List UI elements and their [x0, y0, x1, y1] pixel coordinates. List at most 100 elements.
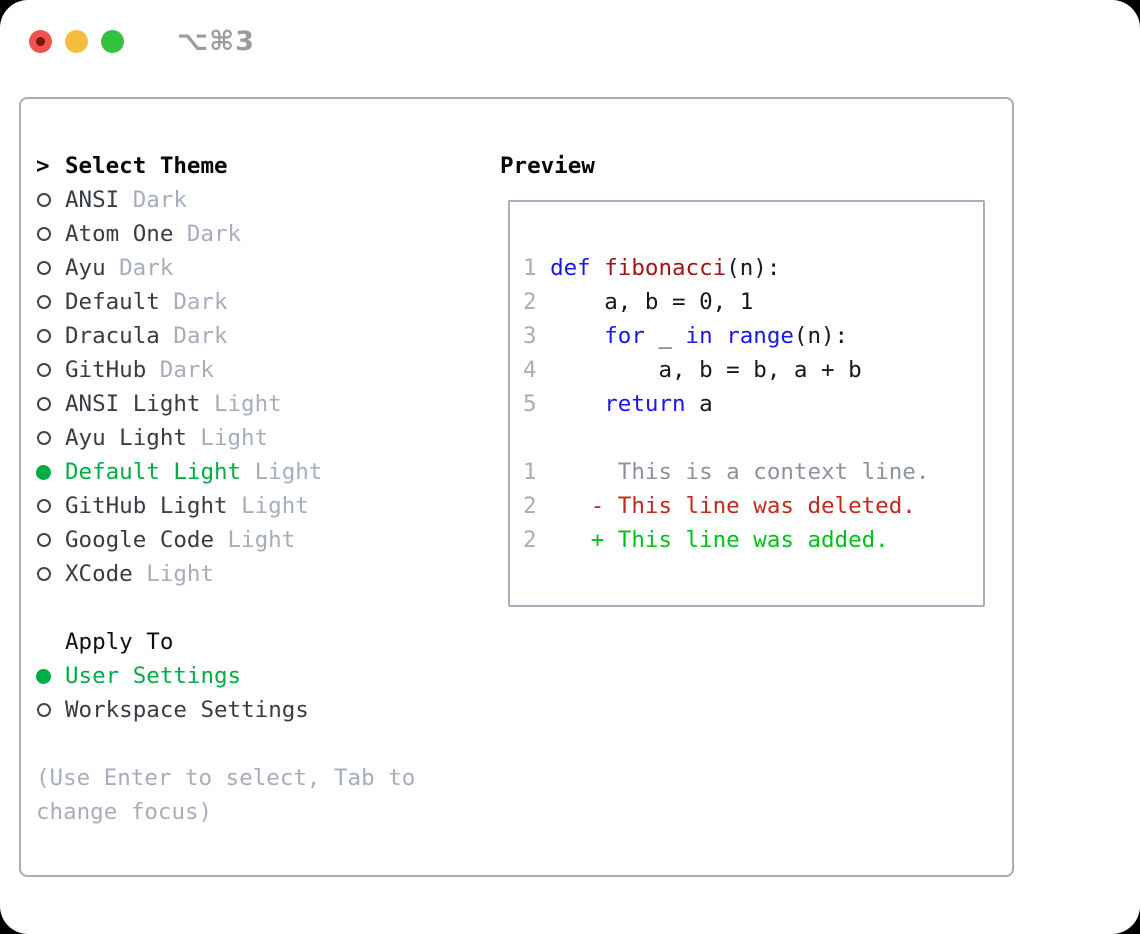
variant-tag: Light [146, 561, 214, 587]
code-segment-pl: _ [644, 323, 686, 349]
option-label: Default [65, 289, 160, 315]
line-number: 1 [523, 459, 537, 485]
variant-tag: Dark [119, 255, 174, 281]
select-theme-header: > Select Theme [36, 149, 415, 183]
code-line: 1 This is a context line. [523, 455, 983, 489]
option-label: Default Light [65, 459, 242, 485]
apply-to-title: Apply To [65, 629, 174, 655]
spacer [36, 727, 415, 761]
minimize-button[interactable] [65, 30, 88, 53]
radio-icon [36, 227, 65, 241]
theme-option-1[interactable]: Atom One Dark [36, 217, 415, 251]
code-segment-kw: return [604, 391, 686, 417]
option-label: User Settings [65, 663, 242, 689]
apply-option-1[interactable]: Workspace Settings [36, 693, 415, 727]
variant-tag: Light [200, 425, 269, 451]
close-button[interactable] [29, 30, 52, 53]
variant-tag: Dark [186, 221, 242, 247]
radio-icon [36, 397, 65, 411]
variant-tag: Dark [132, 187, 187, 213]
close-dot-icon [36, 37, 45, 46]
option-label: Workspace Settings [65, 697, 309, 723]
variant-tag: Light [213, 391, 282, 417]
theme-option-10[interactable]: Google Code Light [36, 523, 415, 557]
hint-line-2: change focus) [36, 799, 213, 825]
radio-icon [36, 363, 65, 377]
code-segment-pl: (n): [726, 255, 781, 281]
code-line: 4 a, b = b, a + b [523, 353, 983, 387]
code-line: 5 return a [523, 387, 983, 421]
radio-icon [36, 193, 65, 207]
line-number: 3 [523, 323, 537, 349]
radio-icon [36, 295, 65, 309]
radio-icon [36, 567, 65, 581]
selection-prompt-icon: > [36, 153, 50, 179]
apply-option-0[interactable]: User Settings [36, 659, 415, 693]
theme-option-7[interactable]: Ayu Light Light [36, 421, 415, 455]
radio-icon [36, 499, 65, 513]
radio-icon [36, 329, 65, 343]
apply-to-header: Apply To [36, 625, 415, 659]
select-theme-title: Select Theme [65, 153, 228, 179]
code-segment-fn: fibonacci [604, 255, 727, 281]
option-label: ANSI Light [65, 391, 201, 417]
option-label: Atom One [65, 221, 174, 247]
radio-icon [36, 533, 65, 547]
theme-option-6[interactable]: ANSI Light Light [36, 387, 415, 421]
radio-icon [36, 703, 65, 717]
variant-tag: Light [241, 493, 309, 519]
window-title: ⌥⌘3 [177, 26, 255, 57]
line-number: 5 [523, 391, 537, 417]
code-segment-pl: a, b = b, a + b [550, 357, 862, 383]
option-label: Google Code [65, 527, 215, 553]
code-segment-del: - This line was deleted. [550, 493, 916, 519]
radio-selected-icon [36, 464, 65, 480]
code-segment-add: + This line was added. [550, 527, 889, 553]
line-number: 2 [523, 289, 537, 315]
theme-option-9[interactable]: GitHub Light Light [36, 489, 415, 523]
theme-option-5[interactable]: GitHub Dark [36, 353, 415, 387]
code-segment-pl [591, 255, 605, 281]
code-line: 3 for _ in range(n): [523, 319, 983, 353]
theme-option-11[interactable]: XCode Light [36, 557, 415, 591]
code-segment-kw: for [604, 323, 645, 349]
option-label: GitHub [65, 357, 147, 383]
code-segment-pl: a, b = 0, 1 [550, 289, 754, 315]
option-label: XCode [65, 561, 133, 587]
code-segment-pl: (n): [793, 323, 849, 349]
variant-tag: Dark [159, 357, 214, 383]
theme-option-3[interactable]: Default Dark [36, 285, 415, 319]
option-label: GitHub Light [65, 493, 228, 519]
variant-tag: Light [227, 527, 296, 553]
radio-icon [36, 261, 65, 275]
line-number: 4 [523, 357, 537, 383]
code-segment-ctx: This is a context line. [550, 459, 930, 485]
preview-title: Preview [500, 153, 595, 179]
code-segment-kw: in [685, 323, 713, 349]
option-label: Ayu Light [65, 425, 187, 451]
code-segment-pl [550, 391, 604, 417]
code-line: 2 - This line was deleted. [523, 489, 983, 523]
radio-icon [36, 431, 65, 445]
line-number: 2 [523, 493, 537, 519]
maximize-button[interactable] [101, 30, 124, 53]
code-line: 2 a, b = 0, 1 [523, 285, 983, 319]
code-line [523, 421, 983, 455]
titlebar: ⌥⌘3 [29, 26, 255, 57]
code-line: 2 + This line was added. [523, 523, 983, 557]
code-segment-kw: def [550, 255, 591, 281]
variant-tag: Dark [173, 323, 228, 349]
radio-selected-icon [36, 668, 65, 684]
variant-tag: Dark [173, 289, 228, 315]
